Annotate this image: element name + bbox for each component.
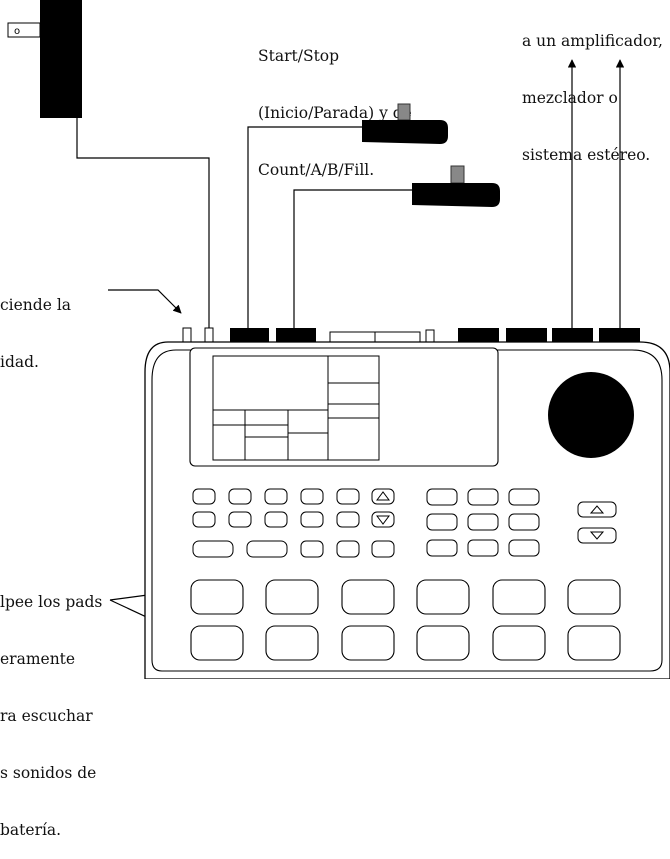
- drum-pad[interactable]: [190, 625, 244, 661]
- lcd-screen: [212, 355, 380, 461]
- button[interactable]: [426, 488, 458, 506]
- button[interactable]: [264, 511, 288, 528]
- power-label-line-1: ciende la: [0, 296, 72, 314]
- value-up-button[interactable]: [577, 501, 617, 518]
- value-buttons: [577, 501, 617, 544]
- footswitch-2-pedal: [412, 183, 500, 207]
- jack-small-2: [204, 327, 214, 343]
- jack-small-3: [425, 329, 435, 343]
- button[interactable]: [192, 540, 234, 558]
- up-triangle-icon: [376, 491, 390, 501]
- drum-pad[interactable]: [265, 625, 319, 661]
- connection-diagram: o: [7, 0, 670, 679]
- drum-pad[interactable]: [341, 625, 395, 661]
- footswitch-2-knob: [450, 165, 465, 184]
- adapter-body: [40, 0, 82, 118]
- button[interactable]: [336, 511, 360, 528]
- jack-small-1: [182, 327, 192, 343]
- rear-jacks: [182, 327, 640, 343]
- output-label-line-2: mezclador o: [522, 89, 618, 107]
- drum-pad[interactable]: [265, 579, 319, 615]
- pads-label-line-3: ra escuchar: [0, 707, 93, 725]
- drum-pad[interactable]: [341, 579, 395, 615]
- footswitch-1-cable: [247, 126, 362, 328]
- drum-machine: [144, 341, 670, 679]
- output-label-line-3: sistema estéreo.: [522, 146, 651, 164]
- output-label: a un amplificador, mezclador o sistema e…: [522, 0, 663, 184]
- drum-pads: [190, 579, 621, 661]
- jack-output-2: [506, 328, 547, 342]
- button[interactable]: [300, 511, 324, 528]
- data-dial[interactable]: [548, 372, 634, 458]
- button[interactable]: [508, 488, 540, 506]
- device-inner-outline: [151, 349, 663, 672]
- button[interactable]: [336, 488, 360, 505]
- button[interactable]: [508, 539, 540, 557]
- pads-label-line-1: lpee los pads: [0, 593, 103, 611]
- jack-output-1: [458, 328, 499, 342]
- power-leader-arrow: [108, 289, 182, 314]
- jack-output-4: [599, 328, 640, 342]
- button[interactable]: [467, 488, 499, 506]
- footswitch-1: [247, 103, 448, 328]
- drum-pad[interactable]: [492, 579, 546, 615]
- jack-footswitch-1: [230, 328, 269, 342]
- button[interactable]: [300, 488, 324, 505]
- button[interactable]: [228, 511, 252, 528]
- footswitch-2-cable: [293, 189, 412, 328]
- pads-label-line-5: batería.: [0, 821, 62, 839]
- button[interactable]: [426, 513, 458, 531]
- drum-pad[interactable]: [416, 579, 470, 615]
- footswitch-label-line-3: Count/A/B/Fill.: [258, 161, 375, 179]
- footswitch-1-knob: [397, 103, 411, 121]
- button[interactable]: [192, 488, 216, 505]
- adapter-plug-mark: o: [14, 26, 20, 37]
- down-triangle-icon: [589, 531, 605, 540]
- button[interactable]: [192, 511, 216, 528]
- drum-pad[interactable]: [567, 579, 621, 615]
- left-button-block: [192, 488, 395, 558]
- down-triangle-icon: [376, 515, 390, 525]
- footswitch-label-line-1: Start/Stop: [258, 47, 340, 65]
- up-triangle-icon: [589, 505, 605, 514]
- drum-pad[interactable]: [416, 625, 470, 661]
- adapter-cable: [76, 118, 210, 328]
- power-label: ciende la idad.: [0, 258, 71, 391]
- jack-output-3: [552, 328, 593, 342]
- footswitch-2: [293, 165, 500, 328]
- button[interactable]: [336, 540, 360, 558]
- button[interactable]: [264, 488, 288, 505]
- drum-pad[interactable]: [567, 625, 621, 661]
- button[interactable]: [426, 539, 458, 557]
- adapter-plug: [7, 22, 41, 38]
- button[interactable]: [371, 540, 395, 558]
- footswitch-1-pedal: [362, 120, 448, 144]
- pads-label-line-4: s sonidos de: [0, 764, 97, 782]
- pads-label-line-2: eramente: [0, 650, 76, 668]
- power-adapter: o: [7, 0, 210, 328]
- jack-footswitch-2: [276, 328, 316, 342]
- middle-button-block: [426, 488, 540, 557]
- button[interactable]: [300, 540, 324, 558]
- power-label-line-2: idad.: [0, 353, 39, 371]
- lcd-display: [189, 347, 499, 467]
- button[interactable]: [508, 513, 540, 531]
- button[interactable]: [467, 513, 499, 531]
- button[interactable]: [467, 539, 499, 557]
- button[interactable]: [246, 540, 288, 558]
- button[interactable]: [228, 488, 252, 505]
- value-down-button[interactable]: [577, 527, 617, 544]
- drum-pad[interactable]: [190, 579, 244, 615]
- output-label-line-1: a un amplificador,: [522, 32, 663, 50]
- drum-pad[interactable]: [492, 625, 546, 661]
